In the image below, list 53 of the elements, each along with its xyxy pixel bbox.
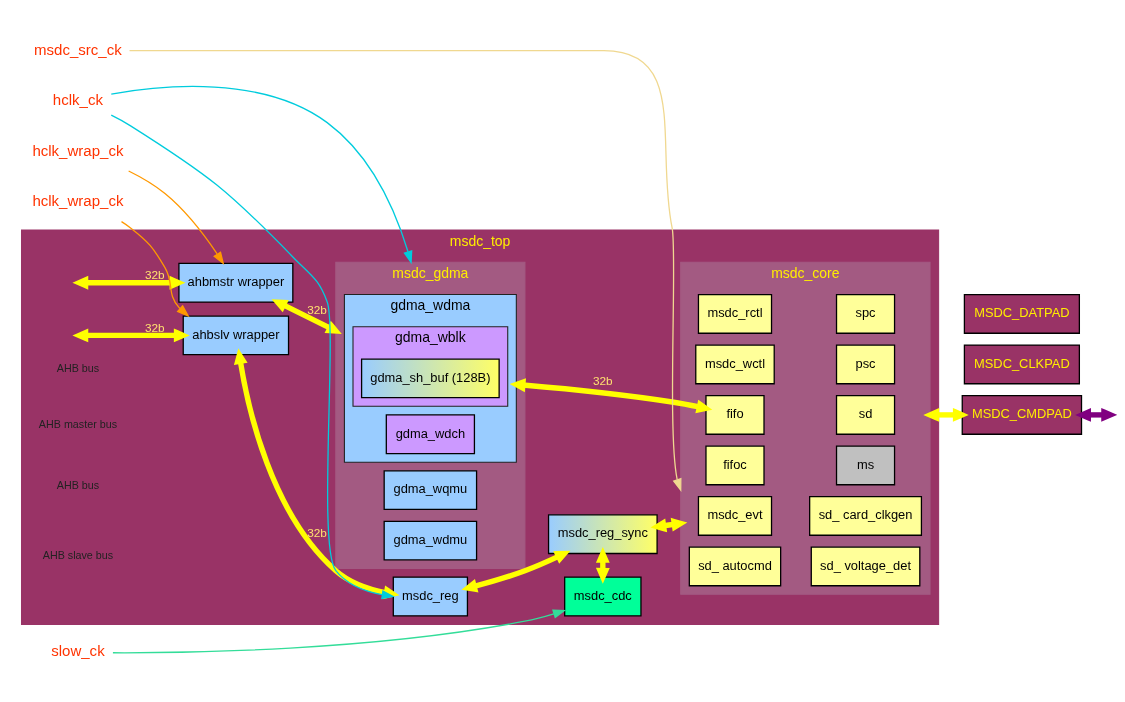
label: AHB bus [56,478,100,490]
arrow [271,298,342,334]
node-box: ms [835,444,896,485]
edge-label: 32b [307,302,327,317]
edge-label: 32b [307,525,327,540]
arrow [72,327,190,342]
node-box: gdma_wdch [385,413,476,454]
node-box: msdc_reg_sync [547,513,658,554]
arrow [112,609,567,653]
node-box: fifo [705,394,765,435]
node-box: msdc_reg [392,576,469,616]
node-text: slow_ck [51,641,105,659]
node-box: msdc_rctl [697,293,773,334]
node-text: hclk_wrap_ck [32,191,124,209]
arrow [595,546,610,584]
node-box: MSDC_CLKPAD [963,343,1080,384]
node-box: spc [835,293,896,334]
node-box: gdma_wqmu [383,469,478,510]
arrow [110,85,413,264]
arrow [650,517,688,532]
node-box: MSDC_CMDPAD [961,394,1083,435]
node-box: ahbslv wrapper [182,314,290,355]
label: AHB slave bus [42,548,114,561]
node-box: gdma_wdmu [383,520,478,561]
node-box: gdma_sh_buf (128B) [360,357,500,398]
arrow [110,114,395,599]
arrow [461,550,571,592]
arrow [1075,407,1117,422]
arrow [120,220,190,317]
label: AHB bus [56,361,100,374]
edge-label: 32b [144,267,165,282]
arrow [128,49,682,492]
node-text: hclk_wrap_ck [32,141,124,159]
node-box: sd_ voltage_det [810,545,921,586]
edge-label: 32b [592,373,613,388]
node-box: ahbmstr wrapper [178,262,294,303]
node-box: sd [835,394,896,435]
arrow [128,169,225,265]
node-text: msdc_src_ck [34,40,122,58]
node-box: MSDC_DATPAD [963,293,1080,334]
node-box: sd_ card_clkgen [809,495,923,536]
arrow [72,275,186,290]
node-box: msdc_cdc [564,576,642,616]
node-box: psc [835,343,896,384]
arrow [509,377,713,413]
node-box: msdc_evt [697,495,773,536]
node-text: hclk_ck [52,90,103,108]
node-box: msdc_wctl [695,343,775,384]
node-box: sd_ autocmd [688,545,782,586]
arrow [923,407,969,422]
label: AHB master bus [38,417,118,430]
edge-label: 32b [144,320,165,335]
node-box: fifoc [705,444,765,485]
